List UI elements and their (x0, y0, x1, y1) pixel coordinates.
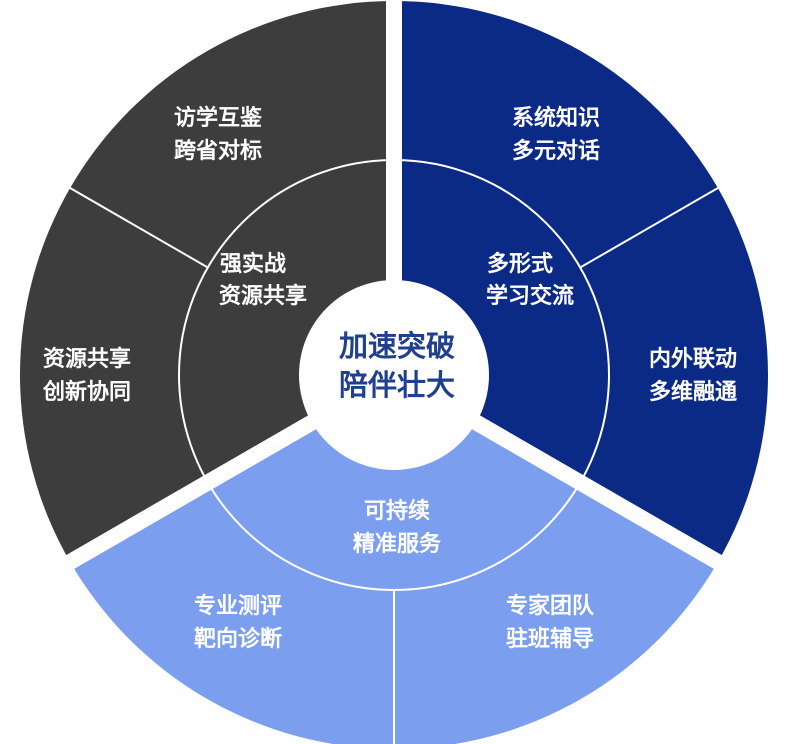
center-hub (299, 280, 489, 470)
bottom-inner-line2: 精准服务 (353, 531, 442, 557)
center-title-line1: 加速突破 (339, 329, 455, 363)
bottom-outer-left-line1: 专业测评 (194, 593, 282, 619)
right-outer-bottom-line1: 内外联动 (649, 346, 737, 372)
left-outer-bottom-line1: 资源共享 (43, 346, 131, 372)
left-outer-top-line2: 跨省对标 (174, 138, 262, 164)
right-outer-top-line2: 多元对话 (512, 138, 600, 164)
radial-divider (579, 186, 721, 269)
right-inner-line2: 学习交流 (486, 283, 574, 309)
left-outer-bottom-line2: 创新协同 (42, 379, 131, 405)
bottom-outer-right-line1: 专家团队 (506, 593, 595, 619)
right-outer-bottom-line2: 多维融通 (649, 379, 737, 405)
right-inner-line1: 多形式 (487, 251, 553, 277)
bottom-outer-left-line2: 靶向诊断 (194, 626, 282, 652)
left-outer-top-line1: 访学互鉴 (174, 105, 263, 131)
sector-bottom (70, 375, 718, 744)
left-inner-line2: 资源共享 (219, 283, 307, 309)
radial-divider (67, 186, 209, 269)
bottom-outer-right-line2: 驻班辅导 (506, 626, 594, 652)
center-title-line2: 陪伴壮大 (339, 368, 455, 402)
bottom-inner-line1: 可持续 (364, 498, 430, 524)
right-outer-top-line1: 系统知识 (512, 105, 600, 131)
left-inner-line1: 强实战 (220, 251, 286, 277)
